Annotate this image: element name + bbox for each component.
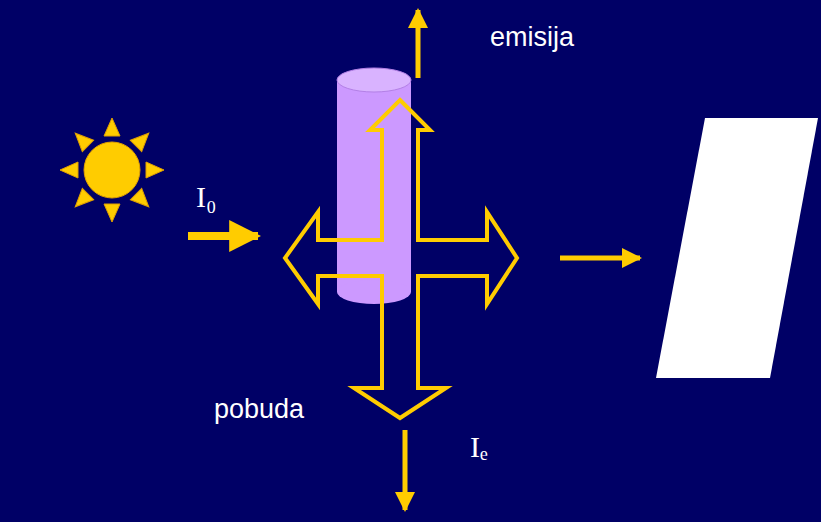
detector-screen <box>656 118 818 378</box>
intensity-label: I₀ <box>196 180 216 215</box>
emission-arrow-right <box>560 256 640 261</box>
emission-quad-arrow <box>285 100 517 418</box>
excitation-label: pobuda <box>214 394 304 425</box>
excitation-arrow <box>188 232 258 240</box>
emission-arrow-up <box>416 10 421 78</box>
sample-cylinder <box>337 68 411 304</box>
sun-icon <box>60 118 164 222</box>
emission-arrow-down <box>403 430 408 510</box>
intensity-label: Iₑ <box>470 430 488 465</box>
emission-label: emisija <box>490 22 574 53</box>
